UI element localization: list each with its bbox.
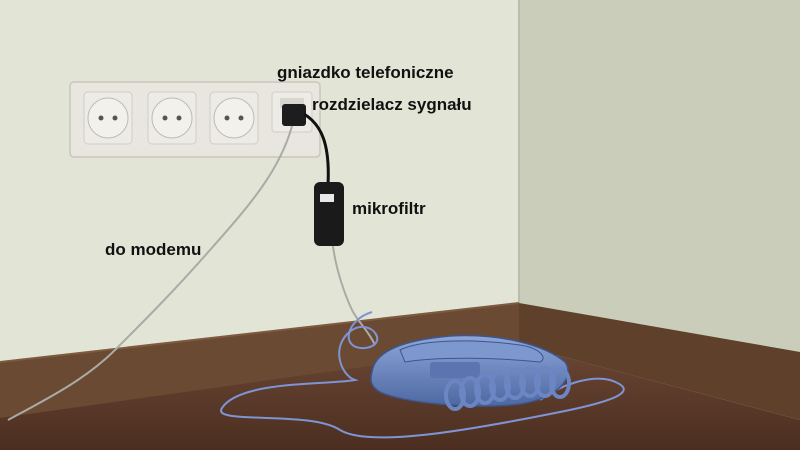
microfilter [314, 182, 344, 246]
modem-cable [7, 125, 293, 421]
phone-socket-label: gniazdko telefoniczne [277, 63, 454, 82]
power-outlet-3 [209, 91, 259, 145]
phone-handset [399, 340, 544, 363]
microfilter-label: mikrofiltr [352, 199, 426, 218]
splitter-label: rozdzielacz sygnału [312, 95, 472, 114]
filter-output-cable [332, 245, 376, 346]
modem-label: do modemu [105, 240, 202, 259]
phone-coiled-cord [444, 366, 571, 411]
baseboard-top-edge [0, 302, 520, 363]
phone-keypad [430, 362, 480, 378]
power-outlet-1 [83, 91, 133, 145]
telephone [370, 334, 571, 411]
power-outlet-2 [147, 91, 197, 145]
signal-splitter [282, 104, 306, 126]
phone-line-cord [220, 311, 625, 439]
baseboard-right [519, 303, 800, 420]
socket-plate [69, 81, 321, 158]
baseboard-left [0, 303, 519, 418]
filter-cable [303, 112, 330, 186]
